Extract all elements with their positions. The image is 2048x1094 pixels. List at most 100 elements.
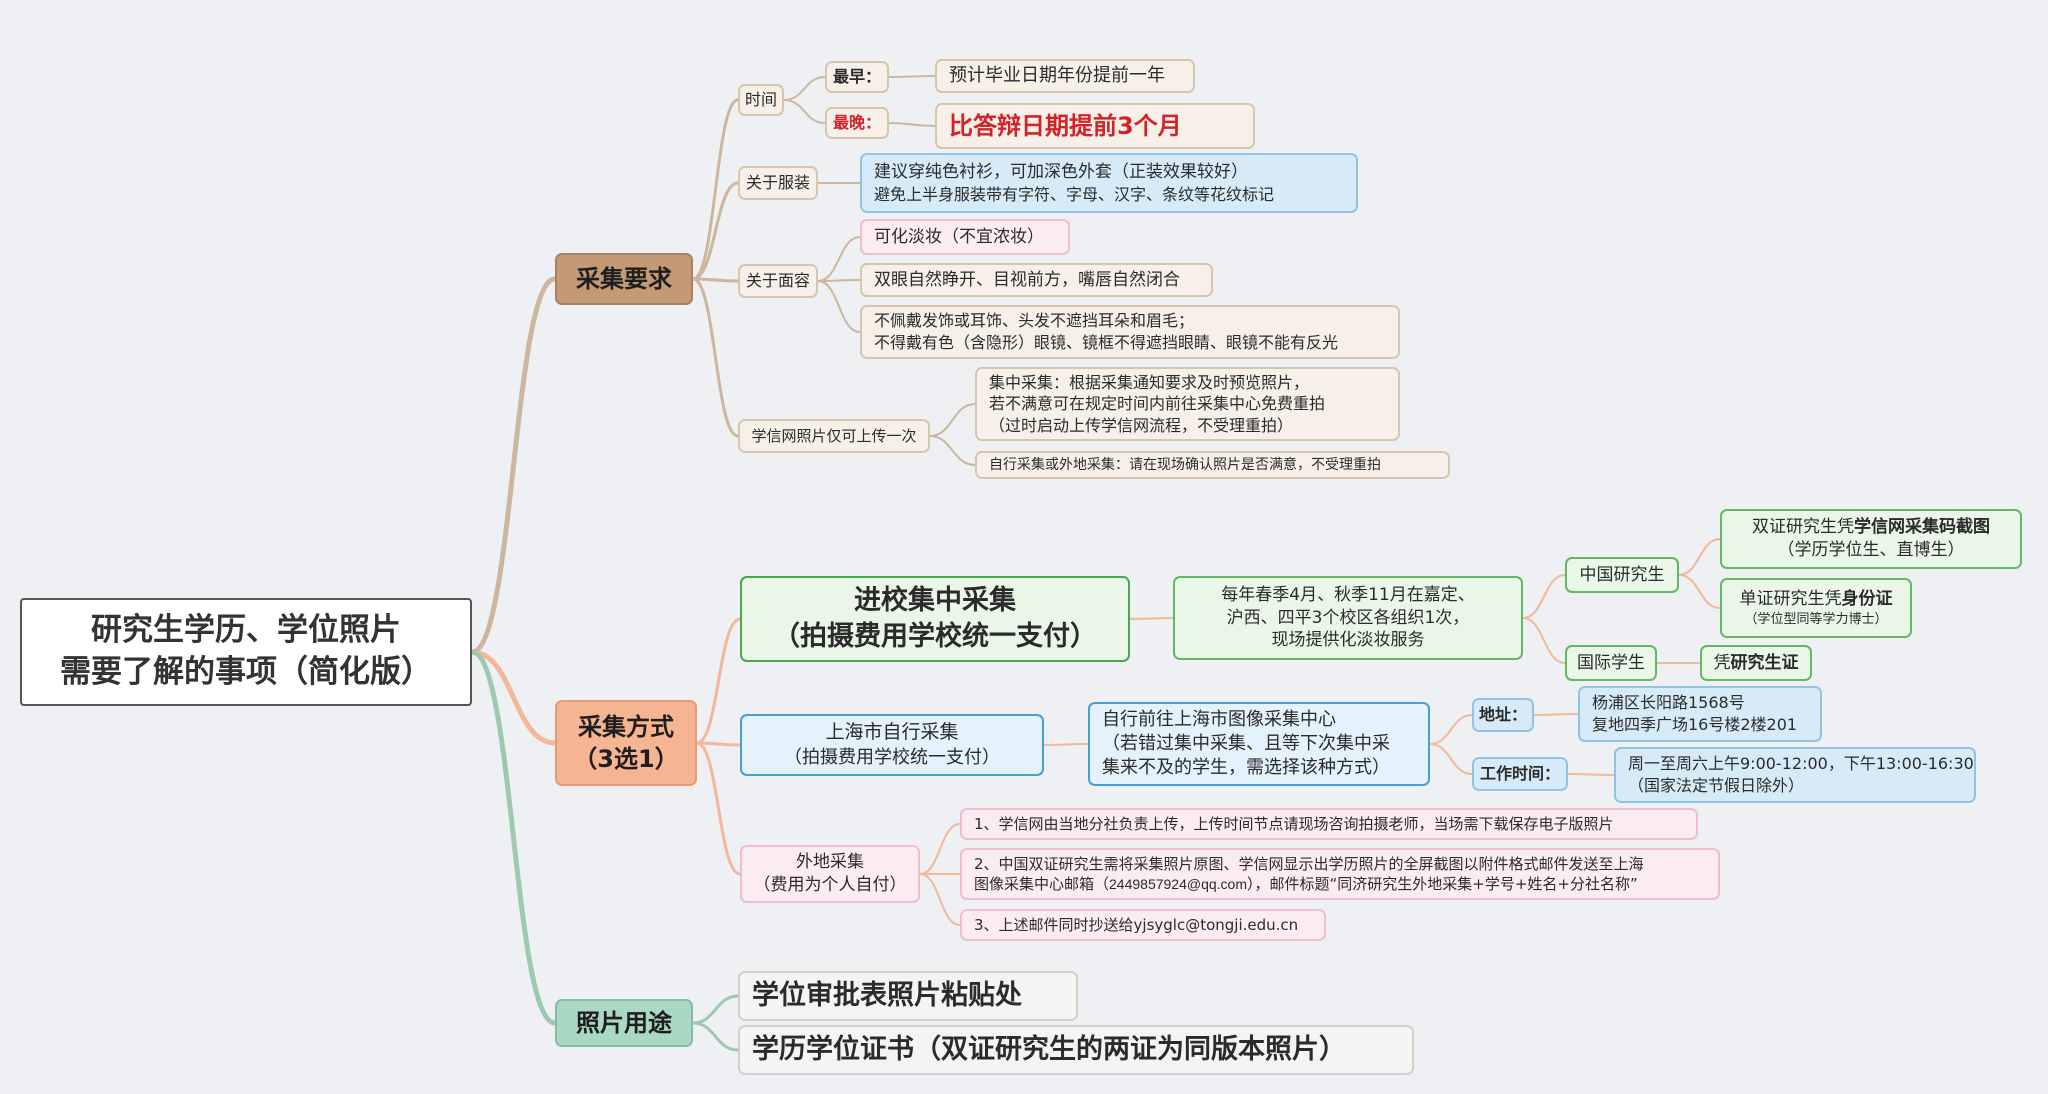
single-cert-prefix: 单证研究生凭: [1739, 588, 1842, 609]
shanghai-center-desc-line2: （若错过集中采集、且等下次集中采: [1102, 732, 1390, 754]
face-item-eyes-text: 双眼自然睁开、目视前方，嘴唇自然闭合: [874, 269, 1180, 290]
connector-category-collection-method-to-shanghai-self-collection-node: [695, 741, 742, 747]
remote-email-address: 2449857924@qq.com: [1109, 876, 1247, 892]
shanghai-center-desc-line1: 自行前往上海市图像采集中心: [1102, 708, 1336, 730]
connector-category-collection-method-to-campus-collection-node: [695, 617, 742, 745]
root-title-line2: 需要了解的事项（简化版）: [60, 654, 432, 690]
chinese-student-label: 中国研究生: [1579, 564, 1665, 585]
remote-item-2-line1: 2、中国双证研究生需将采集照片原图、学信网显示出学历照片的全屏截图以附件格式邮件…: [974, 854, 1644, 873]
connector-root-node-to-category-collection-requirements: [469, 276, 558, 655]
clothing-line2: 避免上半身服装带有字符、字母、汉字、条纹等花纹标记: [874, 184, 1275, 204]
connector-shanghai-self-collection-node-to-shanghai-center-desc-node: [1043, 743, 1089, 746]
dual-cert-sub: （学历学位生、直博生）: [1777, 540, 1965, 560]
remote-item-2: 2、中国双证研究生需将采集照片原图、学信网显示出学历照片的全屏截图以附件格式邮件…: [960, 848, 1720, 900]
connector-face-label-node-to-face-item-eyes: [817, 279, 861, 282]
earliest-label: 最早：: [833, 67, 882, 87]
connector-hours-label-node-to-hours-value-node: [1567, 773, 1615, 776]
connector-category-collection-method-to-remote-collection-node: [695, 741, 742, 876]
face-label: 关于面容: [746, 271, 811, 291]
remote-collection-node: 外地采集 （费用为个人自付）: [740, 845, 920, 903]
face-item-makeup: 可化淡妆（不宜浓妆）: [860, 219, 1070, 255]
dual-cert-bold: 学信网采集码截图: [1854, 517, 1990, 538]
connector-campus-collection-node-to-campus-schedule-node: [1129, 617, 1174, 620]
address-line2: 复地四季广场16号楼2楼201: [1592, 715, 1798, 734]
category-collection-method: 采集方式 （3选1）: [555, 700, 697, 786]
remote-item-2-line2-prefix: 图像采集中心邮箱（: [974, 875, 1110, 893]
student-card-bold: 研究生证: [1730, 652, 1799, 673]
earliest-value-node: 预计毕业日期年份提前一年: [935, 59, 1195, 93]
remote-collection-title: 外地采集: [796, 852, 864, 873]
campus-schedule-line1: 每年春季4月、秋季11月在嘉定、: [1221, 584, 1475, 605]
clothing-label-node: 关于服装: [738, 166, 818, 200]
face-label-node: 关于面容: [738, 264, 818, 298]
category-collection-method-line1: 采集方式: [578, 712, 674, 741]
upload-central-line3: （过时启动上传学信网流程，不受理重拍）: [989, 415, 1294, 435]
usage-approval-form-text: 学位审批表照片粘贴处: [752, 979, 1022, 1011]
connector-category-collection-requirements-to-face-label-node: [691, 277, 740, 283]
clothing-label: 关于服装: [746, 173, 811, 193]
connector-root-node-to-category-collection-method: [469, 649, 558, 746]
category-collection-requirements: 采集要求: [555, 253, 693, 305]
campus-schedule-line2: 沪西、四平3个校区各组织1次，: [1226, 607, 1470, 628]
international-student-node: 国际学生: [1565, 645, 1657, 681]
clothing-detail-node: 建议穿纯色衬衫，可加深色外套（正装效果较好） 避免上半身服装带有字符、字母、汉字…: [860, 153, 1358, 213]
shanghai-self-collection-subtitle: （拍摄费用学校统一支付）: [784, 746, 1000, 768]
address-line1: 杨浦区长阳路1568号: [1592, 693, 1745, 713]
single-cert-bold: 身份证: [1841, 588, 1893, 609]
face-item-makeup-text: 可化淡妆（不宜浓妆）: [874, 226, 1044, 247]
remote-item-1-text: 1、学信网由当地分社负责上传，上传时间节点请现场咨询拍摄老师，当场需下载保存电子…: [974, 814, 1614, 833]
address-label: 地址：: [1479, 705, 1528, 725]
upload-central-line2: 若不满意可在规定时间内前往采集中心免费重拍: [989, 394, 1326, 414]
connector-face-label-node-to-face-item-accessories: [817, 280, 861, 333]
connector-face-label-node-to-face-item-makeup: [817, 236, 861, 282]
connector-upload-once-label-node-to-upload-self-node: [929, 435, 976, 466]
upload-once-label: 学信网照片仅可上传一次: [751, 426, 917, 445]
upload-central-line1: 集中采集：根据采集通知要求及时预览照片，: [989, 372, 1310, 392]
connector-time-label-node-to-earliest-label-node: [783, 76, 826, 101]
connector-latest-label-node-to-latest-value-node: [888, 122, 936, 127]
chinese-student-node: 中国研究生: [1565, 557, 1679, 593]
international-student-label: 国际学生: [1577, 652, 1645, 673]
dual-cert-node: 双证研究生凭学信网采集码截图 （学历学位生、直博生）: [1720, 509, 2022, 569]
latest-value-node: 比答辩日期提前3个月: [935, 103, 1255, 149]
upload-self-text: 自行采集或外地采集：请在现场确认照片是否满意，不受理重拍: [989, 456, 1381, 473]
hours-value-node: 周一至周六上午9:00-12:00，下午13:00-16:30 （国家法定节假日…: [1614, 747, 1976, 803]
shanghai-center-desc-line3: 集来不及的学生，需选择该种方式）: [1102, 757, 1390, 779]
face-item-accessories: 不佩戴发饰或耳饰、头发不遮挡耳朵和眉毛； 不得戴有色（含隐形）眼镜、镜框不得遮挡…: [860, 305, 1400, 359]
upload-once-label-node: 学信网照片仅可上传一次: [738, 419, 930, 453]
remote-collection-subtitle: （费用为个人自付）: [753, 875, 907, 895]
root-node: 研究生学历、学位照片 需要了解的事项（简化版）: [20, 598, 472, 706]
face-item-eyes: 双眼自然睁开、目视前方，嘴唇自然闭合: [860, 263, 1213, 297]
connector-time-label-node-to-latest-label-node: [783, 99, 826, 124]
connector-campus-schedule-node-to-chinese-student-node: [1522, 574, 1566, 619]
student-card-prefix: 凭: [1713, 652, 1731, 673]
connector-category-collection-requirements-to-upload-once-label-node: [691, 277, 740, 438]
usage-certificate-node: 学历学位证书（双证研究生的两证为同版本照片）: [738, 1025, 1414, 1075]
connector-chinese-student-node-to-dual-cert-node: [1678, 538, 1721, 576]
campus-schedule-node: 每年春季4月、秋季11月在嘉定、 沪西、四平3个校区各组织1次， 现场提供化淡妆…: [1173, 576, 1523, 660]
latest-label-node: 最晚：: [825, 107, 889, 139]
earliest-value: 预计毕业日期年份提前一年: [949, 64, 1165, 86]
root-title-line1: 研究生学历、学位照片: [91, 612, 401, 649]
category-photo-usage: 照片用途: [555, 999, 693, 1047]
latest-value: 比答辩日期提前3个月: [949, 111, 1182, 140]
connector-upload-once-label-node-to-upload-central-node: [929, 403, 976, 437]
earliest-label-node: 最早：: [825, 61, 889, 93]
face-item-accessories-line1: 不佩戴发饰或耳饰、头发不遮挡耳朵和眉毛；: [874, 311, 1195, 331]
shanghai-self-collection-title: 上海市自行采集: [825, 721, 959, 744]
connector-category-photo-usage-to-usage-approval-form-node: [691, 994, 740, 1025]
single-cert-sub: （学位型同等学力博士）: [1744, 611, 1888, 627]
remote-item-3: 3、上述邮件同时抄送给yjsyglc@tongji.edu.cn: [960, 909, 1326, 941]
connector-campus-schedule-node-to-international-student-node: [1522, 617, 1566, 664]
address-label-node: 地址：: [1472, 698, 1534, 732]
hours-label-node: 工作时间：: [1472, 757, 1568, 791]
connector-shanghai-center-desc-node-to-address-label-node: [1429, 714, 1473, 745]
campus-collection-title: 进校集中采集: [854, 584, 1016, 616]
remote-item-1: 1、学信网由当地分社负责上传，上传时间节点请现场咨询拍摄老师，当场需下载保存电子…: [960, 808, 1698, 840]
campus-collection-node: 进校集中采集 （拍摄费用学校统一支付）: [740, 576, 1130, 662]
connector-chinese-student-node-to-single-cert-node: [1678, 574, 1721, 609]
connector-root-node-to-category-photo-usage: [469, 649, 558, 1026]
connector-category-collection-requirements-to-clothing-label-node: [691, 181, 740, 281]
face-item-accessories-line2: 不得戴有色（含隐形）眼镜、镜框不得遮挡眼睛、眼镜不能有反光: [874, 333, 1339, 352]
student-card-node: 凭研究生证: [1700, 645, 1812, 681]
